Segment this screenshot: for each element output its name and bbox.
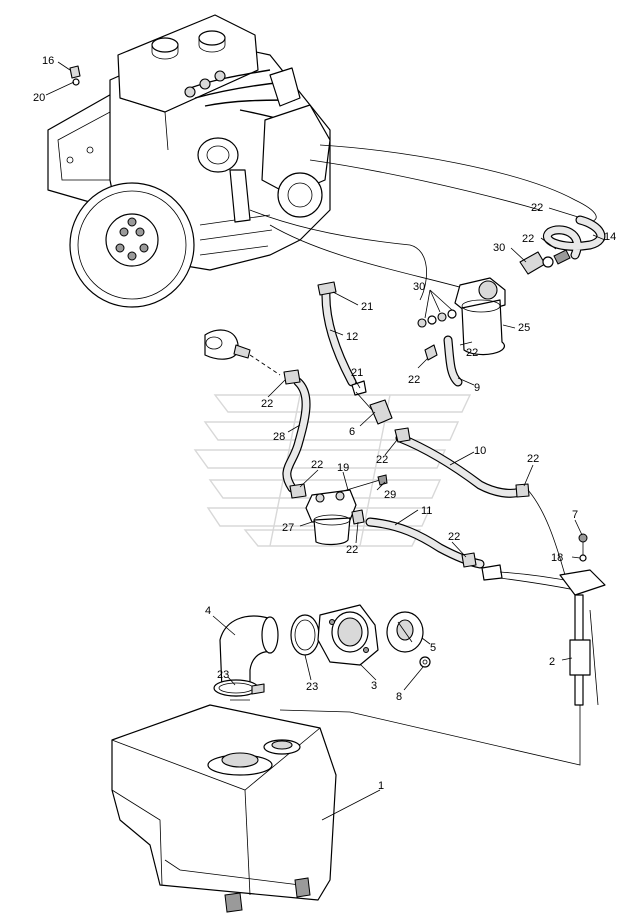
callout-labels: 16 20 22 14 22 30 30 25 22 22 9 21 12 21…	[33, 55, 616, 792]
callout-5: 5	[430, 642, 436, 654]
callout-22-j: 22	[448, 531, 460, 543]
callout-23-a: 23	[306, 681, 318, 693]
callout-22-h: 22	[311, 459, 323, 471]
callout-21-a: 21	[361, 301, 373, 313]
callout-22-b: 22	[522, 233, 534, 245]
engine	[47, 14, 331, 308]
callout-30-a: 30	[493, 242, 505, 254]
callout-29: 29	[384, 489, 396, 501]
callout-3: 3	[371, 680, 377, 692]
callout-22-g: 22	[261, 398, 273, 410]
callout-22-i: 22	[346, 544, 358, 556]
fuel-pump-27	[289, 483, 365, 546]
callout-30-b: 30	[413, 281, 425, 293]
callout-8: 8	[396, 691, 402, 703]
callout-22-e: 22	[376, 454, 388, 466]
callout-20: 20	[33, 92, 45, 104]
callout-22-d: 22	[408, 374, 420, 386]
callout-25: 25	[518, 322, 530, 334]
callout-22-f: 22	[527, 453, 539, 465]
fuel-filter-25	[454, 277, 506, 356]
callout-19: 19	[337, 462, 349, 474]
callout-16: 16	[42, 55, 54, 67]
watermark-logo	[193, 394, 472, 547]
filler-neck-3	[317, 604, 379, 666]
callout-7: 7	[572, 509, 578, 521]
return-line	[319, 144, 597, 223]
callout-14: 14	[604, 231, 616, 243]
callout-11: 11	[421, 505, 432, 517]
leader-lines	[45, 61, 606, 821]
callout-10: 10	[474, 445, 486, 457]
callout-1: 1	[378, 780, 384, 792]
callout-2: 2	[549, 656, 555, 668]
callout-23-b: 23	[217, 669, 229, 681]
callout-6: 6	[349, 426, 355, 438]
callout-4: 4	[205, 605, 211, 617]
fuel-tank-1	[111, 704, 337, 913]
callout-22-a: 22	[531, 202, 543, 214]
callout-28: 28	[273, 431, 285, 443]
callout-27: 27	[282, 522, 294, 534]
callout-21-b: 21	[351, 367, 363, 379]
hose-14	[543, 215, 606, 260]
callout-9: 9	[474, 382, 480, 394]
banjo-bolts-30	[417, 309, 457, 328]
fuel-sender-2	[481, 533, 606, 706]
callout-12: 12	[346, 331, 358, 343]
callout-18: 18	[551, 552, 563, 564]
callout-22-c: 22	[466, 347, 478, 359]
